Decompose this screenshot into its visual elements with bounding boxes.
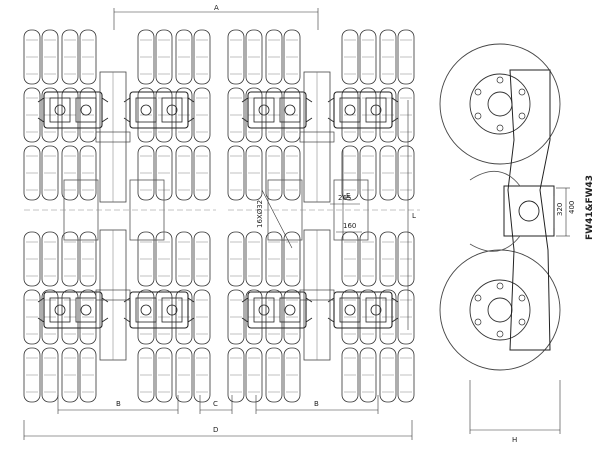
bolt-spec-label: 16XØ32: [256, 200, 264, 228]
dim-e-label: E: [346, 192, 350, 200]
dim-a-label: A: [214, 4, 219, 12]
dim-b-right-label: B: [314, 400, 319, 408]
right-bogie: [228, 30, 420, 402]
left-bogie: [24, 30, 216, 402]
dim-h-label: H: [512, 436, 517, 444]
dim-c-label: C: [213, 400, 218, 408]
plan-dimension-labels: A B C B D E L 265 160 16XØ32: [116, 4, 416, 434]
dim-400-label: 400: [568, 201, 576, 214]
dim-320-label: 320: [556, 203, 564, 216]
dim-265-label: 265: [338, 194, 351, 202]
plan-dimensions: [23, 8, 413, 440]
dim-b-left-label: B: [116, 400, 121, 408]
dim-160-label: 160: [343, 222, 356, 230]
hub-assembly-left-top: [37, 91, 109, 129]
model-label: FW41&FW43: [585, 175, 595, 240]
side-view: 400 320 H FW41&FW43: [439, 43, 595, 444]
dim-l-label: L: [412, 212, 416, 220]
dim-d-label: D: [213, 426, 218, 434]
